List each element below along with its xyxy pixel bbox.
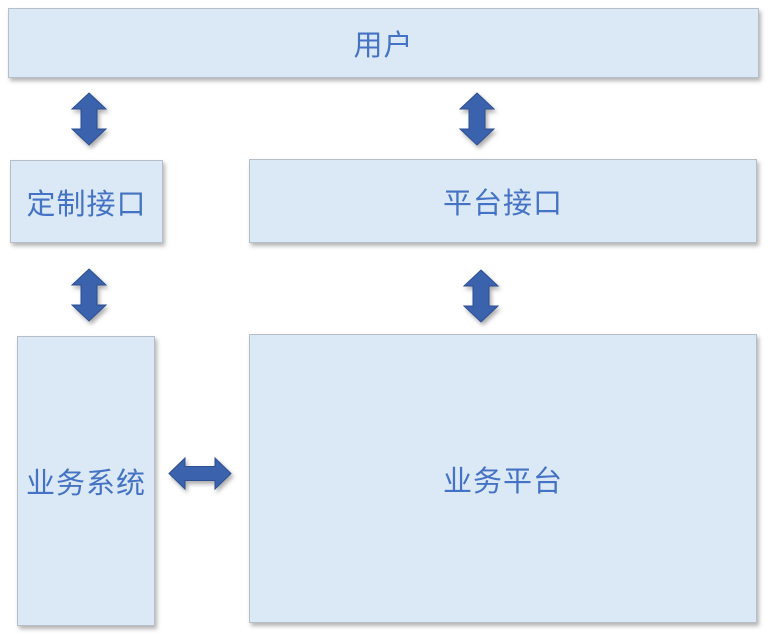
double-arrow-vertical-icon <box>459 92 495 146</box>
node-custom-interface: 定制接口 <box>10 160 163 243</box>
node-business-system: 业务系统 <box>17 336 155 626</box>
node-platform-interface-label: 平台接口 <box>442 188 563 220</box>
double-arrow-vertical-icon <box>71 92 107 146</box>
node-business-platform: 业务平台 <box>249 334 757 623</box>
node-business-system-label: 业务系统 <box>25 468 146 500</box>
double-arrow-vertical-icon <box>71 268 107 322</box>
double-arrow-vertical-icon <box>463 269 499 323</box>
double-arrow-horizontal-icon <box>168 457 232 490</box>
node-platform-interface: 平台接口 <box>249 159 757 243</box>
node-custom-interface-label: 定制接口 <box>26 188 147 221</box>
node-user-label: 用户 <box>353 30 414 62</box>
node-business-platform-label: 业务平台 <box>442 465 563 498</box>
node-user: 用户 <box>8 8 759 78</box>
